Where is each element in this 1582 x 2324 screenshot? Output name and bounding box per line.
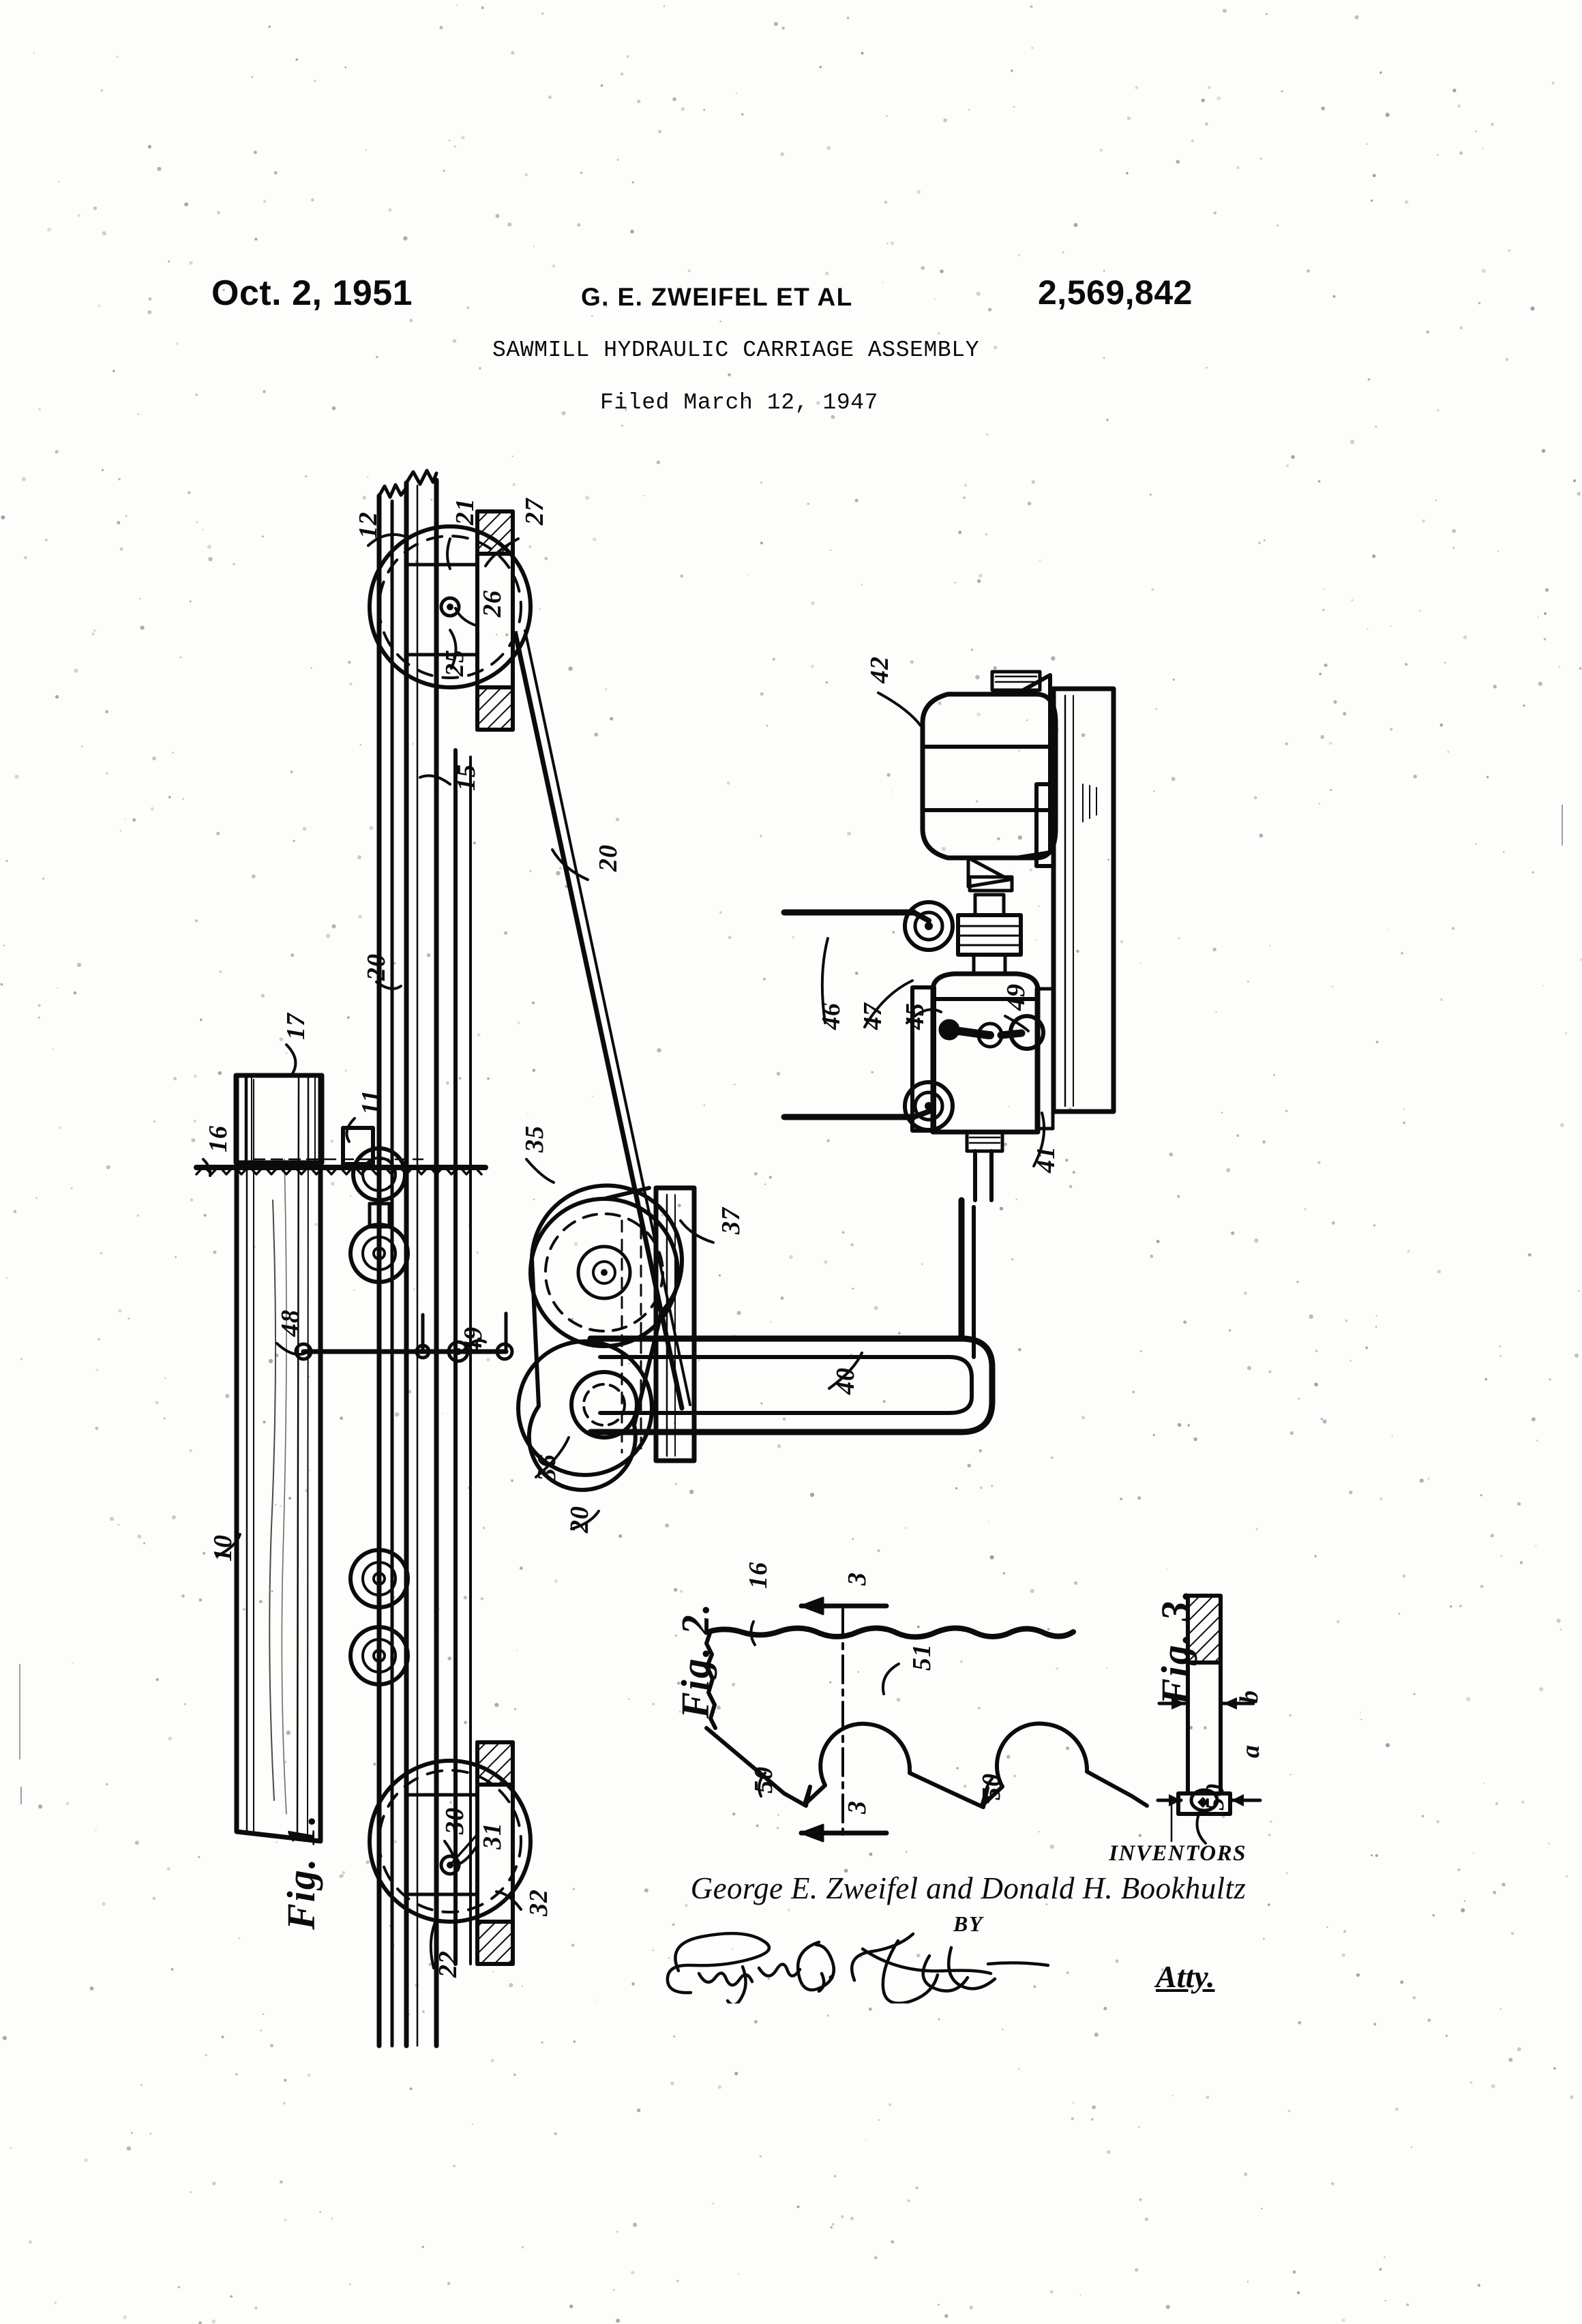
reference-numeral-47: 47 <box>859 1002 887 1030</box>
reference-numeral-16: 16 <box>204 1125 233 1152</box>
by-label: BY <box>953 1911 983 1936</box>
fig1-block-11 <box>341 1126 375 1166</box>
reference-numeral-16: 16 <box>744 1562 773 1589</box>
signature-block: INVENTORS George E. Zweifel and Donald H… <box>666 1841 1262 2003</box>
reference-numeral-20: 20 <box>594 844 623 872</box>
figure-caption: Fig. 1. <box>279 1813 323 1930</box>
reference-numeral-3: 3 <box>843 1800 871 1814</box>
reference-numeral-37: 37 <box>717 1207 745 1234</box>
reference-numeral-45: 45 <box>901 1002 929 1030</box>
reference-numeral-27: 27 <box>520 498 549 525</box>
attorney-signature <box>666 1931 1050 2003</box>
fig1-leader-lines <box>202 533 1046 1969</box>
power-unit-base-46 <box>781 900 955 1132</box>
fig1-log <box>234 1073 323 1844</box>
reference-numeral-26: 26 <box>478 590 507 617</box>
reference-numeral-50: 50 <box>977 1773 1006 1800</box>
inventor-names: George E. Zweifel and Donald H. Bookhult… <box>690 1871 1247 1905</box>
power-unit-mount-plate <box>1034 686 1116 1114</box>
motor-42 <box>920 670 1058 893</box>
reference-numeral-42: 42 <box>865 656 894 683</box>
reference-numeral-36: 36 <box>533 1454 561 1481</box>
reference-numeral-21: 21 <box>451 498 479 525</box>
fig1-bottom-pulley <box>368 1740 533 1966</box>
reference-numeral-17: 17 <box>282 1013 310 1040</box>
patent-inventors-line: G. E. ZWEIFEL ET AL <box>581 283 853 311</box>
reference-numeral-11: 11 <box>357 1089 385 1115</box>
reference-numeral-46: 46 <box>817 1002 846 1030</box>
pump-valve-block <box>910 971 1055 1202</box>
reference-numeral-a: a <box>1236 1744 1265 1758</box>
figure-caption: Fig. 3. <box>1153 1588 1197 1705</box>
attorney-label: Atty. <box>1156 1959 1215 1994</box>
reference-numeral-10: 10 <box>209 1534 237 1562</box>
reference-numeral-40: 40 <box>831 1367 860 1395</box>
patent-filing-date: Filed March 12, 1947 <box>600 390 879 415</box>
reference-numeral-32: 32 <box>524 1889 553 1916</box>
patent-number: 2,569,842 <box>1038 273 1193 312</box>
reference-numeral-50: 50 <box>1201 1783 1229 1811</box>
reference-numeral-3: 3 <box>843 1572 871 1585</box>
reference-numeral-48: 48 <box>276 1309 305 1337</box>
reference-numeral-22: 22 <box>434 1950 462 1978</box>
reference-numeral-31: 31 <box>478 1822 507 1849</box>
fig3-tooth-section <box>1156 1594 1262 1845</box>
patent-issue-date: Oct. 2, 1951 <box>211 273 413 313</box>
reference-numeral-25: 25 <box>441 649 469 676</box>
reference-numeral-35: 35 <box>520 1125 549 1152</box>
reference-numeral-20: 20 <box>362 953 391 981</box>
motor-pump-coupling <box>956 893 1023 976</box>
reference-numeral-49: 49 <box>459 1326 488 1354</box>
fig2-tooth-profile <box>704 1596 1149 1843</box>
patent-title: SAWMILL HYDRAULIC CARRIAGE ASSEMBLY <box>492 338 980 363</box>
figure-caption: Fig. 2. <box>673 1602 717 1718</box>
inventors-label: INVENTORS <box>1109 1841 1247 1866</box>
reference-numeral-12: 12 <box>354 511 383 539</box>
reference-numeral-51: 51 <box>908 1643 936 1671</box>
fig1-assembly <box>194 468 996 2049</box>
fig1-hydraulic-lines-40 <box>587 1197 996 1435</box>
reference-numeral-49: 49 <box>1002 983 1030 1011</box>
reference-numeral-b: b <box>1235 1690 1264 1703</box>
reference-numeral-50: 50 <box>749 1766 778 1793</box>
reference-numeral-41: 41 <box>1032 1146 1060 1173</box>
fig1-knee-block-17 <box>233 1073 325 1165</box>
fig1-power-unit <box>781 670 1116 1202</box>
reference-numeral-15: 15 <box>452 764 481 791</box>
fig1-carriage-rollers <box>348 1146 410 1686</box>
fig1-setworks-linkage-48 <box>294 1311 514 1363</box>
reference-numeral-30: 30 <box>441 1807 469 1834</box>
reference-numeral-20: 20 <box>565 1506 594 1533</box>
